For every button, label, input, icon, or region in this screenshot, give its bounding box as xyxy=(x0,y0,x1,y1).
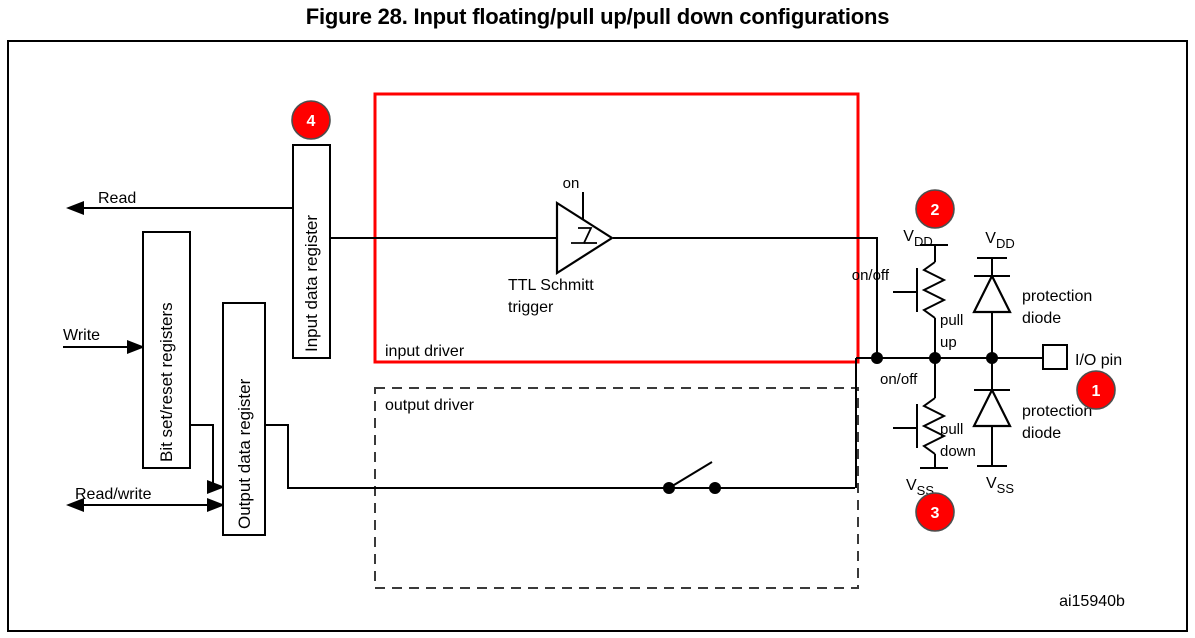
schmitt-trigger-label-line1: TTL Schmitt xyxy=(508,277,594,294)
callout-badge-3-number: 3 xyxy=(931,505,940,522)
diode-bottom-vss-sub: SS xyxy=(997,481,1015,496)
junction-dot-pull-branch xyxy=(929,352,941,364)
input-driver-dashed-box xyxy=(374,93,859,363)
input-data-register-box[interactable] xyxy=(292,144,331,359)
figure-signature: ai15940b xyxy=(1059,593,1125,610)
callout-badge-2-circle xyxy=(915,189,955,229)
callout-badge-1-circle xyxy=(1076,370,1116,410)
callout-badge-4-circle xyxy=(291,100,331,140)
pulldown-label-line2: down xyxy=(940,443,976,460)
diode-top-symbol xyxy=(972,273,1012,314)
diode-bottom-label-line2: diode xyxy=(1022,425,1061,442)
junction-dot-diode-branch xyxy=(986,352,998,364)
callout-badge-2-number: 2 xyxy=(931,202,940,219)
pulldown-label-line1: pull xyxy=(940,421,963,438)
callout-badge-1[interactable]: 1 xyxy=(1076,370,1116,410)
bit-set-reset-registers-box[interactable] xyxy=(142,231,191,469)
pullup-resistor-symbol xyxy=(921,261,947,319)
callout-badge-3-circle xyxy=(915,492,955,532)
pullup-label-line1: pull xyxy=(940,312,963,329)
read-write-arrowhead-left xyxy=(66,498,84,512)
diode-bottom-vss-base: V xyxy=(986,475,997,492)
read-arrowhead xyxy=(66,201,84,215)
diode-top-vdd-label: VDD xyxy=(985,230,1014,251)
output-data-register-box[interactable] xyxy=(222,302,266,536)
output-data-register-label: Output data register xyxy=(235,378,254,529)
pullup-label-line2: up xyxy=(940,334,957,351)
pulldown-resistor-symbol xyxy=(921,397,947,455)
schmitt-hysteresis-glyph xyxy=(571,227,593,244)
write-label: Write xyxy=(63,327,100,344)
schmitt-trigger-symbol xyxy=(555,200,615,276)
output-register-to-driver-wire xyxy=(265,424,855,489)
diode-top-label-line1: protection xyxy=(1022,288,1092,305)
pullup-vdd-label: VDD xyxy=(903,228,932,249)
write-arrowhead xyxy=(127,340,145,354)
read-write-label: Read/write xyxy=(75,486,152,503)
schmitt-enable-label: on xyxy=(563,175,580,192)
input-data-register-label: Input data register xyxy=(302,215,321,352)
io-pin-label: I/O pin xyxy=(1075,352,1122,369)
diode-bottom-symbol xyxy=(972,387,1012,428)
bit-set-reset-registers-label: Bit set/reset registers xyxy=(157,302,176,462)
junction-dot-input-rail xyxy=(871,352,883,364)
output-driver-label: output driver xyxy=(385,397,475,414)
callout-badge-4-number: 4 xyxy=(307,113,316,130)
output-switch-right-contact xyxy=(709,482,721,494)
diode-top-vdd-base: V xyxy=(985,230,996,247)
callout-badge-1-number: 1 xyxy=(1092,383,1101,400)
bitset-to-output-arrowhead xyxy=(207,480,225,494)
read-write-arrowhead-right xyxy=(207,498,225,512)
pullup-onoff-label: on/off xyxy=(852,267,890,284)
diode-top-vdd-sub: DD xyxy=(996,236,1015,251)
pulldown-onoff-label: on/off xyxy=(880,371,918,388)
pullup-vdd-sub: DD xyxy=(914,234,933,249)
io-pin-square[interactable] xyxy=(1042,344,1068,370)
diode-bottom-label-line1: protection xyxy=(1022,403,1092,420)
schmitt-trigger-label-line2: trigger xyxy=(508,299,554,316)
read-label: Read xyxy=(98,190,136,207)
pullup-vdd-base: V xyxy=(903,228,914,245)
bitset-to-output-wire xyxy=(190,424,214,487)
pulldown-vss-base: V xyxy=(906,477,917,494)
diode-bottom-vss-label: VSS xyxy=(986,475,1014,496)
input-driver-label: input driver xyxy=(385,343,465,360)
diode-top-label-line2: diode xyxy=(1022,310,1061,327)
figure-title: Figure 28. Input floating/pull up/pull d… xyxy=(305,4,890,29)
output-switch-lever[interactable] xyxy=(668,461,713,489)
callout-badge-3[interactable]: 3 xyxy=(915,492,955,532)
callout-badge-4[interactable]: 4 xyxy=(291,100,331,140)
callout-badge-2[interactable]: 2 xyxy=(915,189,955,229)
input-driver-highlight-box xyxy=(373,92,860,364)
